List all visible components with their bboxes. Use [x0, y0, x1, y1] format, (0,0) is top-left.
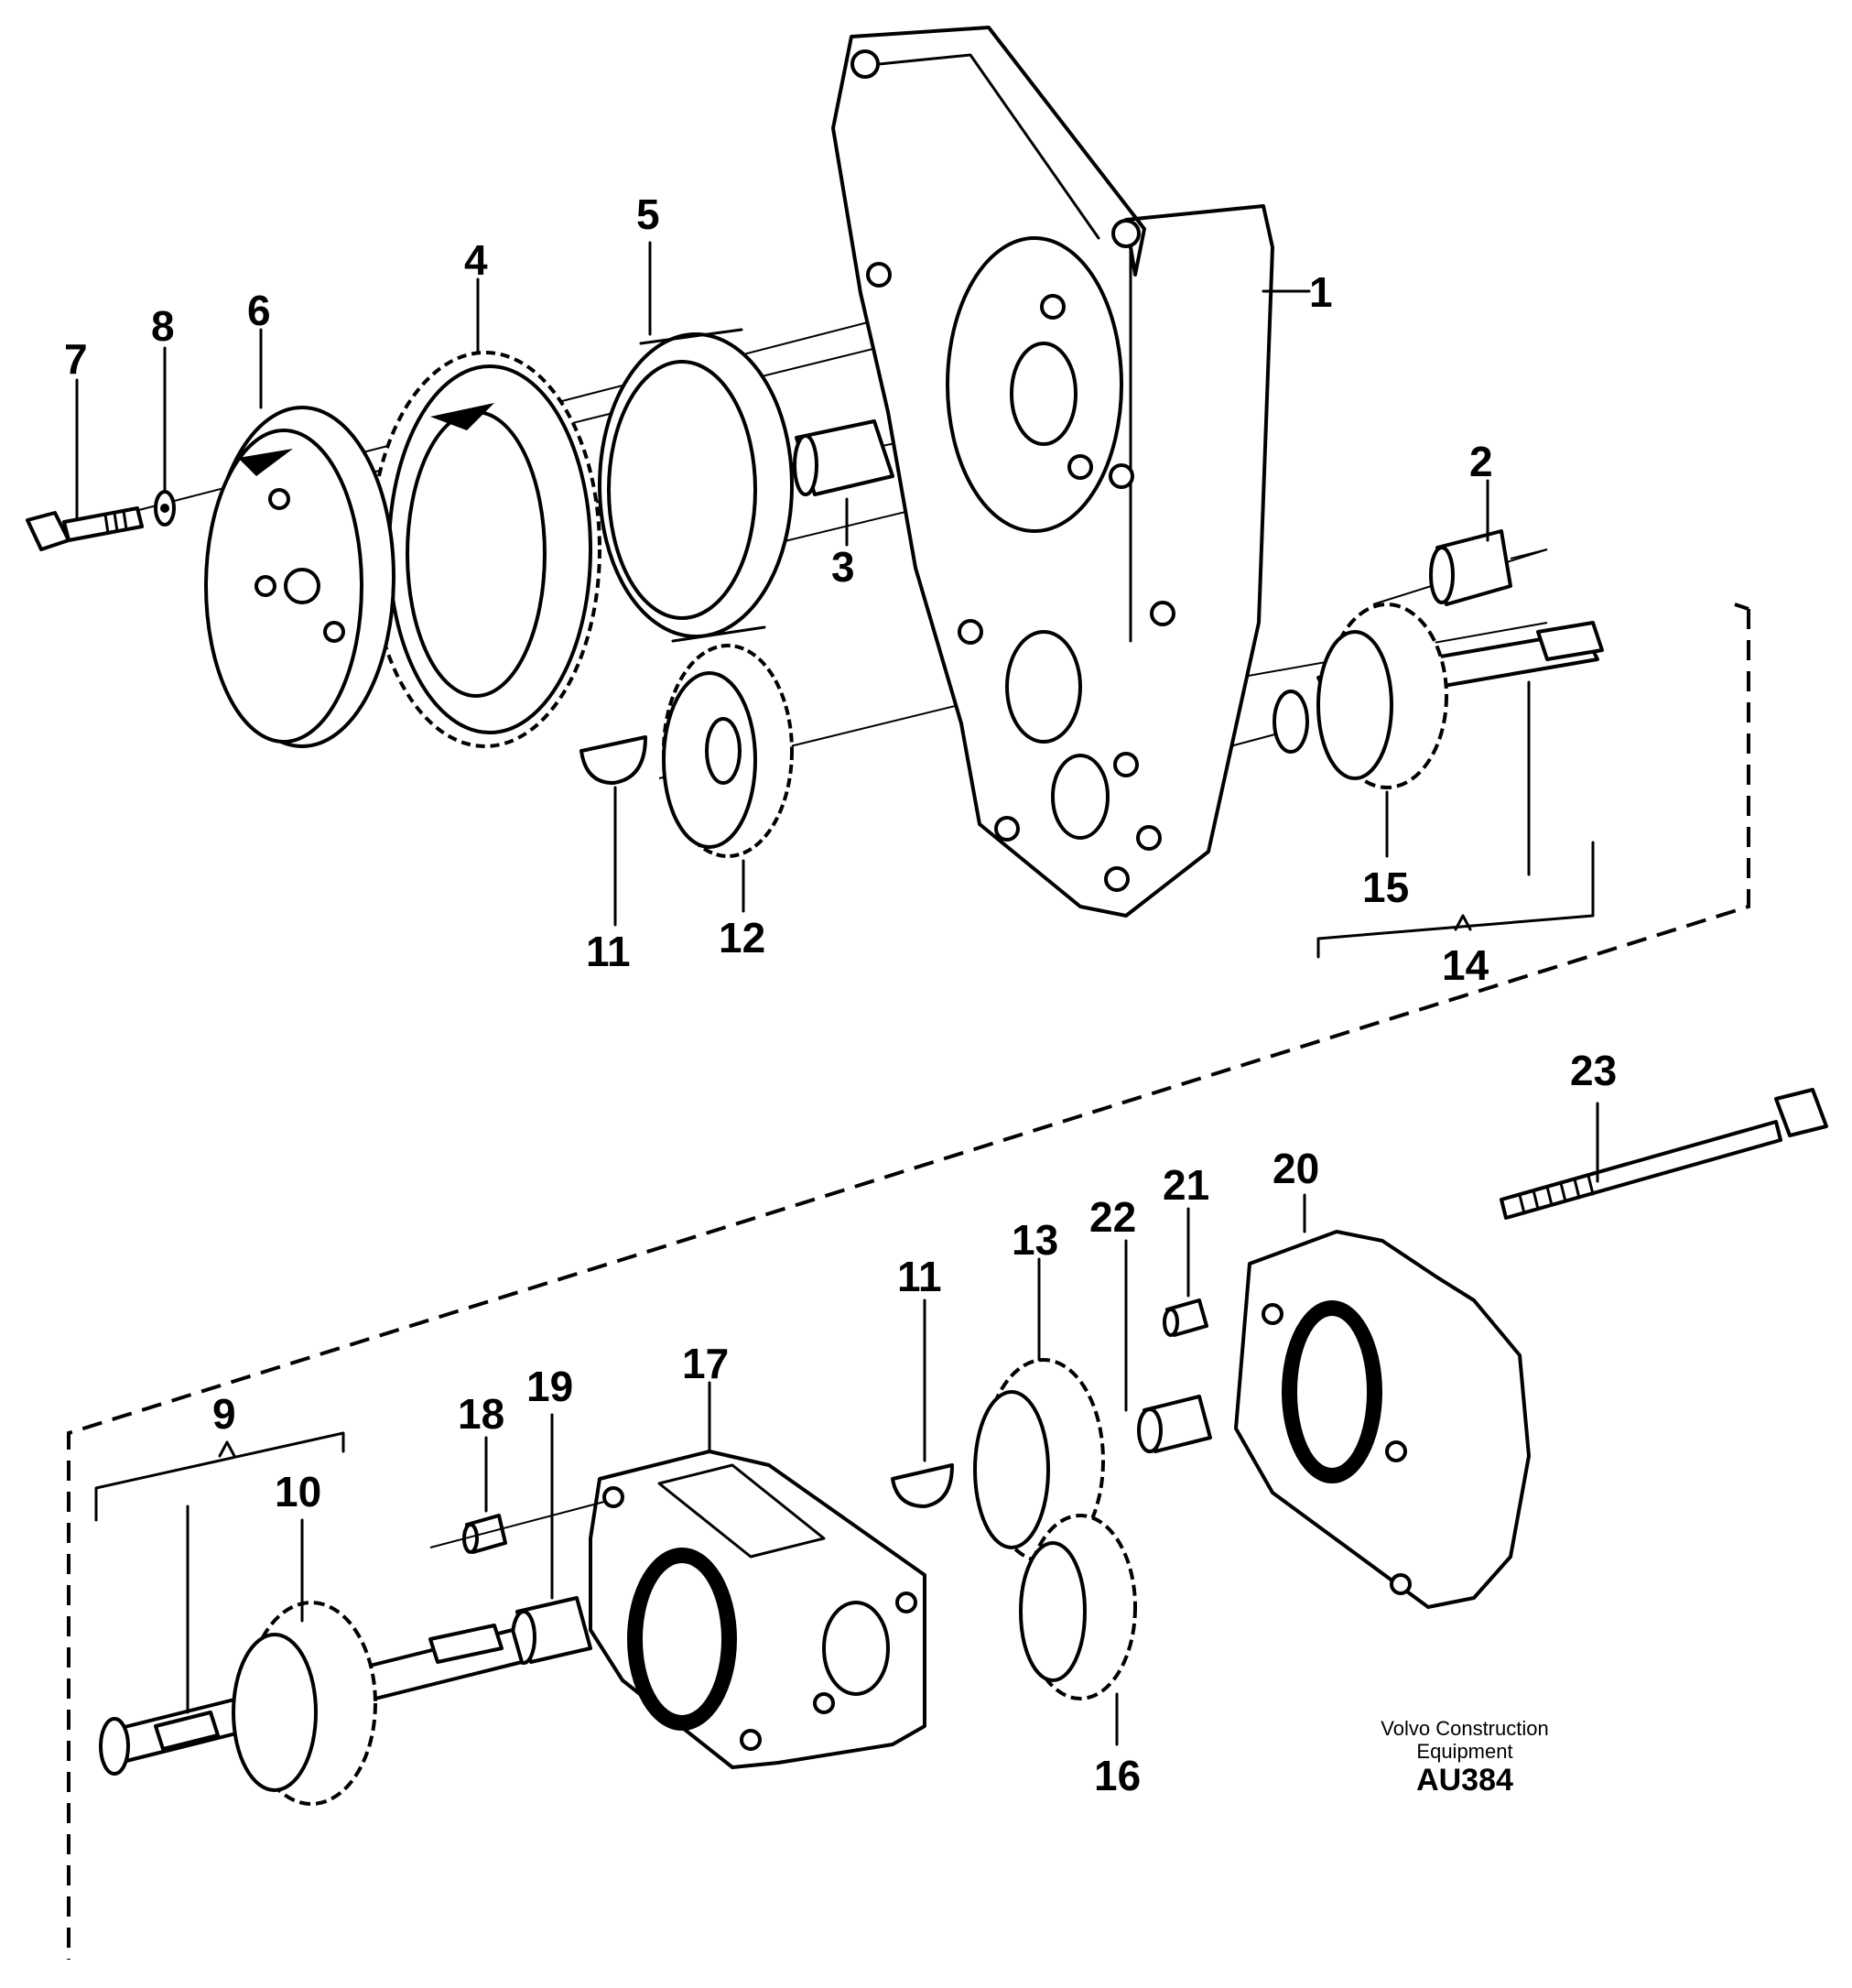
callout-11-top: 11 [586, 928, 631, 975]
bushing-part-21 [1163, 1298, 1208, 1337]
gear-part-13 [973, 1358, 1105, 1563]
callout-23: 23 [1570, 1047, 1617, 1094]
bracket-9 [94, 1431, 345, 1522]
gear-part-10 [232, 1601, 377, 1806]
callout-5: 5 [636, 190, 660, 238]
gear-part-12 [662, 644, 794, 858]
callout-2: 2 [1469, 438, 1493, 485]
pulley-hub-part-6 [204, 406, 395, 748]
bushing-part-2 [1429, 529, 1548, 606]
callout-8: 8 [151, 302, 175, 350]
callout-22: 22 [1089, 1193, 1136, 1241]
bracket-9-tick [218, 1440, 236, 1458]
gear-part-16 [1019, 1514, 1137, 1700]
callout-7: 7 [64, 335, 88, 383]
bushing-part-18 [429, 1501, 605, 1554]
caption-drawing-id: AU384 [1416, 1763, 1513, 1798]
callout-13: 13 [1012, 1216, 1058, 1264]
callout-15: 15 [1362, 864, 1409, 911]
long-bolt-part-23 [1500, 1088, 1828, 1220]
washer-part-8 [154, 490, 176, 527]
bushing-part-22 [1137, 1395, 1212, 1453]
callout-14: 14 [1442, 941, 1489, 989]
ring-part-5 [598, 328, 794, 643]
bracket-14 [1316, 841, 1595, 959]
gear-part-15 [1316, 603, 1448, 789]
sleeve-part-3 [793, 419, 894, 496]
callout-12: 12 [719, 914, 765, 961]
callout-18: 18 [458, 1390, 504, 1438]
callout-6: 6 [247, 287, 271, 334]
pump-housing-part-17 [589, 1450, 926, 1769]
callout-19: 19 [526, 1363, 573, 1410]
callout-1: 1 [1309, 268, 1333, 316]
pump-assembly-boundary [67, 603, 1750, 1960]
key-part-11-top [579, 735, 647, 785]
toothed-ring-part-4 [369, 351, 601, 748]
bushing-part-19 [511, 1596, 592, 1665]
caption-company-line1: Volvo Construction [1381, 1717, 1548, 1740]
callout-3: 3 [831, 543, 855, 591]
callout-9: 9 [212, 1390, 236, 1438]
caption-company-line2: Equipment [1416, 1740, 1512, 1763]
callout-11-bottom: 11 [897, 1253, 942, 1300]
key-part-11-bottom [891, 1463, 954, 1508]
housing-part-1 [831, 26, 1274, 918]
callout-16: 16 [1094, 1752, 1141, 1799]
callout-17: 17 [682, 1340, 729, 1387]
pump-cover-part-20 [1234, 1230, 1531, 1609]
callout-10: 10 [275, 1468, 321, 1515]
bolt-part-7 [26, 506, 144, 551]
callout-4: 4 [464, 236, 488, 284]
callout-20: 20 [1273, 1145, 1319, 1192]
callout-21: 21 [1163, 1161, 1209, 1209]
bracket-14-tick [1454, 914, 1472, 931]
